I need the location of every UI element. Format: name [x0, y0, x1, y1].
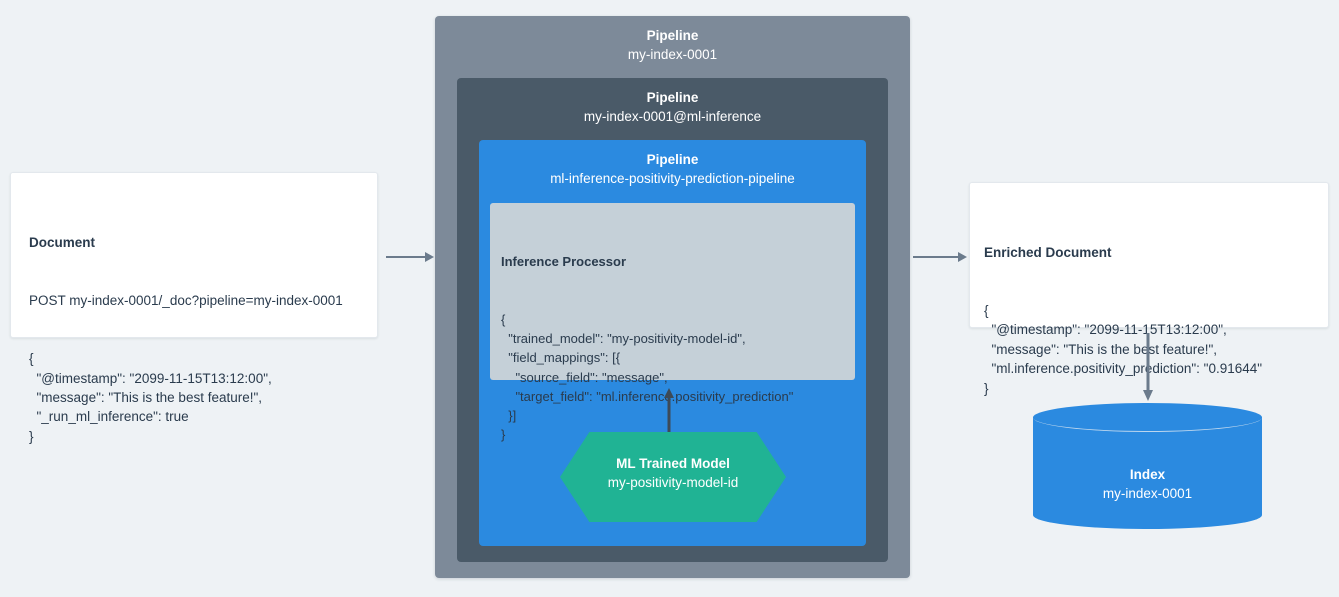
arrow-enriched-document-to-index-icon	[1141, 333, 1155, 401]
pipeline-outer-box: Pipeline my-index-0001 Pipeline my-index…	[435, 16, 910, 578]
document-body: { "@timestamp": "2099-11-15T13:12:00", "…	[29, 351, 272, 444]
inference-processor-title: Inference Processor	[501, 254, 627, 270]
ml-model-name: my-positivity-model-id	[607, 475, 739, 490]
document-title: Document	[29, 234, 96, 250]
pipeline-inner-box: Pipeline ml-inference-positivity-predict…	[479, 140, 866, 546]
cylinder-top-ellipse	[1033, 403, 1262, 432]
pipeline-middle-box: Pipeline my-index-0001@ml-inference Pipe…	[457, 78, 888, 562]
pipeline-inner-title: Pipeline	[646, 152, 699, 167]
pipeline-outer-header: Pipeline my-index-0001	[435, 16, 910, 65]
arrow-ml-model-to-processor-icon	[662, 388, 676, 434]
pipeline-middle-title: Pipeline	[646, 90, 699, 105]
index-cylinder: Index my-index-0001	[1033, 403, 1262, 529]
arrow-document-to-pipeline-icon	[386, 250, 434, 264]
ml-trained-model-hexagon: ML Trained Model my-positivity-model-id	[560, 432, 786, 522]
pipeline-outer-title: Pipeline	[646, 28, 699, 43]
index-label: Index my-index-0001	[1033, 465, 1262, 504]
inference-processor-card: Inference Processor { "trained_model": "…	[490, 203, 855, 442]
ml-model-title: ML Trained Model	[616, 456, 730, 471]
pipeline-inner-header: Pipeline ml-inference-positivity-predict…	[479, 140, 866, 189]
inference-processor-body: { "trained_model": "my-positivity-model-…	[501, 312, 794, 443]
document-card: Document POST my-index-0001/_doc?pipelin…	[10, 172, 378, 444]
document-request-line: POST my-index-0001/_doc?pipeline=my-inde…	[29, 293, 343, 309]
pipeline-outer-name: my-index-0001	[627, 47, 718, 62]
enriched-document-body: { "@timestamp": "2099-11-15T13:12:00", "…	[984, 303, 1263, 396]
pipeline-middle-header: Pipeline my-index-0001@ml-inference	[457, 78, 888, 127]
cylinder-body	[1033, 417, 1262, 515]
index-title: Index	[1129, 467, 1166, 482]
arrow-pipeline-to-enriched-document-icon	[913, 250, 967, 264]
enriched-document-card: Enriched Document { "@timestamp": "2099-…	[969, 182, 1329, 396]
pipeline-inner-name: ml-inference-positivity-prediction-pipel…	[550, 171, 795, 186]
index-name: my-index-0001	[1102, 486, 1193, 501]
enriched-document-title: Enriched Document	[984, 244, 1112, 260]
pipeline-middle-name: my-index-0001@ml-inference	[583, 109, 762, 124]
